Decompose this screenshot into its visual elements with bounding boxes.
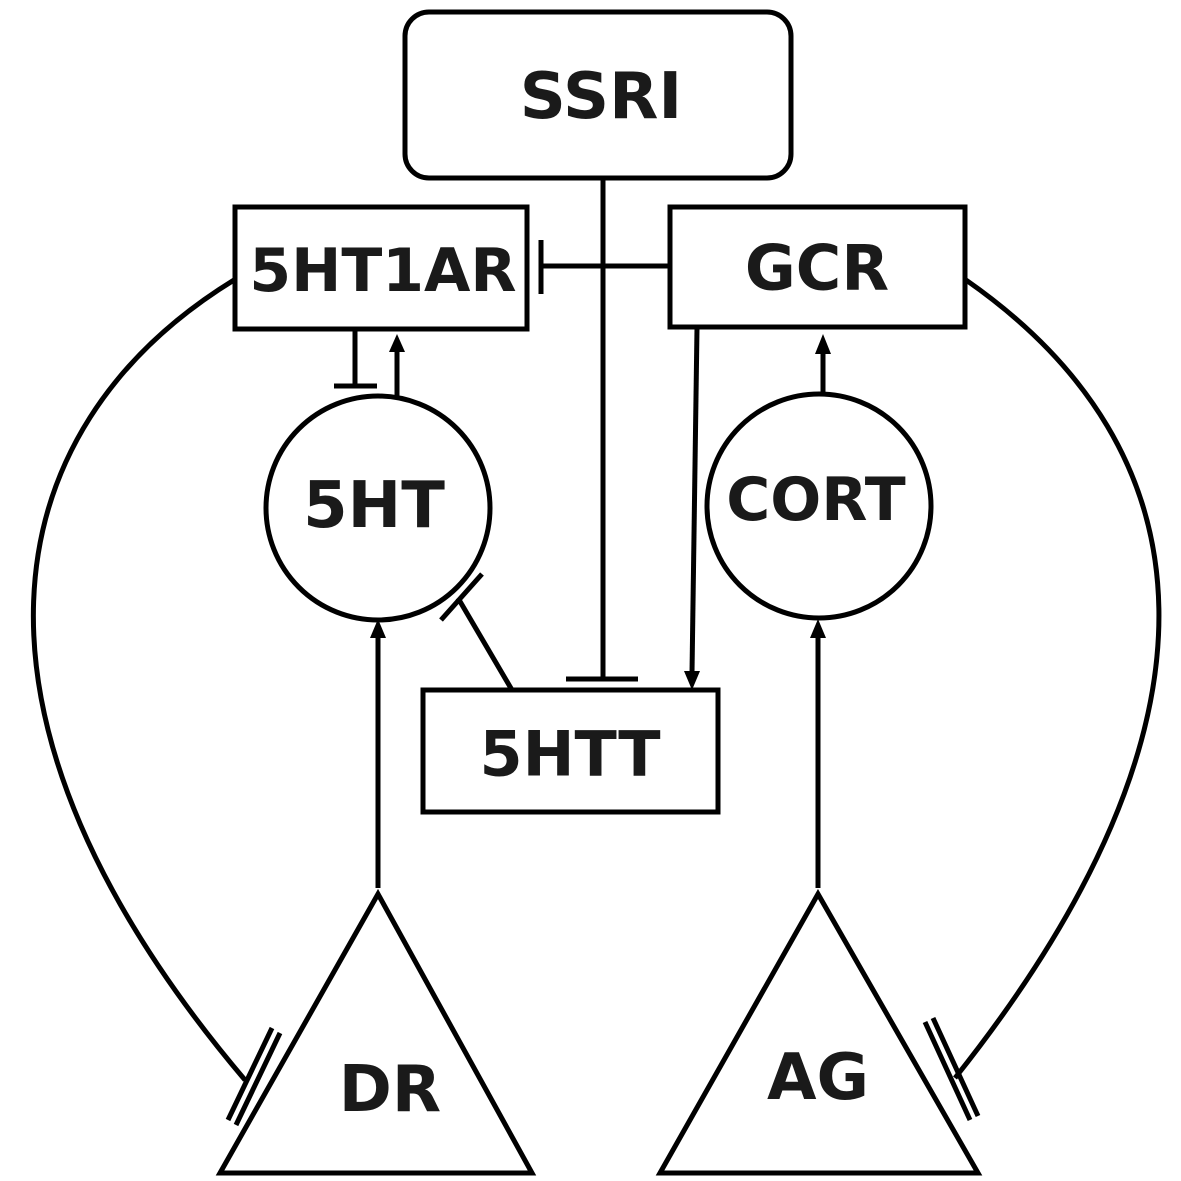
node-5ht-label: 5HT bbox=[303, 469, 445, 543]
node-5htt-label: 5HTT bbox=[479, 718, 660, 791]
edge-ag-cort-arrowhead bbox=[810, 619, 826, 638]
edge-gcr-ag-bar-2 bbox=[930, 1016, 981, 1118]
node-5ht1ar-label: 5HT1AR bbox=[249, 236, 516, 306]
node-5ht1ar: 5HT1AR bbox=[232, 204, 530, 332]
edge-5htt-5ht bbox=[455, 596, 515, 692]
node-cort-label: CORT bbox=[726, 465, 906, 535]
node-dr: DR bbox=[215, 888, 537, 1176]
node-5htt: 5HTT bbox=[420, 687, 721, 815]
node-gcr: GCR bbox=[667, 204, 968, 330]
edge-cort-gcr-arrowhead bbox=[815, 334, 831, 354]
node-ssri-label: SSRI bbox=[520, 60, 682, 134]
node-gcr-label: GCR bbox=[745, 232, 889, 305]
node-dr-label: DR bbox=[339, 1053, 441, 1127]
edge-gcr-5htt-arrowhead bbox=[684, 671, 700, 690]
edge-5ht1ar-dr-bar-1 bbox=[225, 1026, 275, 1122]
node-ag: AG bbox=[655, 888, 983, 1176]
node-ssri: SSRI bbox=[402, 9, 794, 181]
edge-gcr-ag bbox=[953, 277, 1162, 1080]
edge-gcr-ag-bar-1 bbox=[922, 1020, 973, 1122]
node-cort: CORT bbox=[704, 391, 934, 621]
edge-5ht1ar-dr bbox=[30, 277, 247, 1082]
edge-5ht-5ht1ar-arrowhead bbox=[389, 334, 405, 352]
node-5ht: 5HT bbox=[263, 393, 493, 623]
edge-dr-5ht-arrowhead bbox=[370, 619, 386, 638]
node-ag-label: AG bbox=[767, 1041, 869, 1115]
edge-gcr-5htt bbox=[689, 327, 700, 674]
edge-5htt-5ht-bar bbox=[439, 572, 484, 622]
edge-5ht1ar-dr-bar-2 bbox=[233, 1031, 283, 1127]
